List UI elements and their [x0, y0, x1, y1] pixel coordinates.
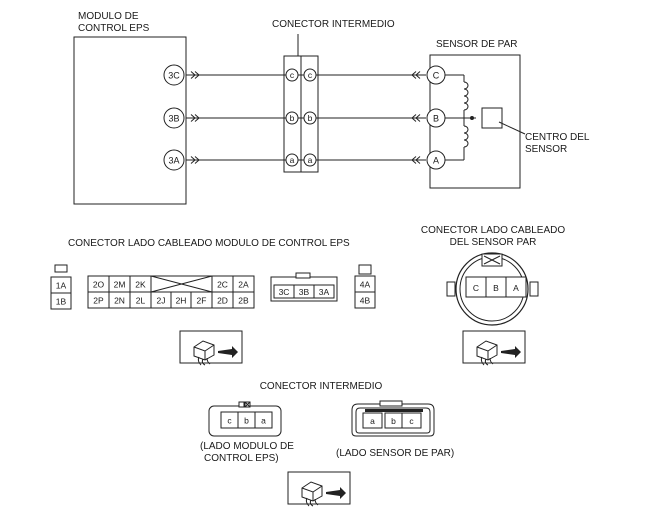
intermediate-left-connector: c b a [208, 401, 282, 437]
svg-text:B: B [433, 114, 439, 124]
connector-pin-c-right: c [303, 68, 317, 82]
svg-text:b: b [290, 113, 295, 123]
sensor-terminal-c: C [426, 65, 446, 85]
svg-text:A: A [513, 283, 519, 293]
svg-text:A: A [433, 156, 439, 166]
svg-text:3B: 3B [168, 114, 179, 124]
svg-text:a: a [370, 416, 375, 426]
eps-terminal-3c: 3C [163, 64, 185, 86]
svg-text:3C: 3C [168, 71, 180, 81]
svg-text:2N: 2N [114, 296, 125, 306]
conn4-connector: 4A 4B [354, 264, 376, 309]
conn1-pin-1b [50, 292, 72, 310]
conn2-top-row: 2O 2M 2K 2C 2A [87, 275, 255, 293]
svg-text:b: b [308, 113, 313, 123]
svg-text:3A: 3A [319, 287, 330, 297]
torque-sensor-title: SENSOR DE PAR [436, 39, 518, 50]
svg-text:b: b [244, 416, 249, 426]
svg-text:a: a [290, 155, 295, 165]
plug-view-icon [462, 330, 526, 366]
left-caption-line2: CONTROL EPS) [204, 453, 279, 464]
sensor-harness-connector: C B A [446, 252, 539, 326]
sensor-coil-icon [445, 74, 476, 161]
svg-text:2O: 2O [93, 280, 105, 290]
eps-module-title-line1: MODULO DE [78, 11, 139, 22]
svg-text:C: C [433, 71, 440, 81]
svg-text:2D: 2D [217, 296, 228, 306]
intermediate-view-title: CONECTOR INTERMEDIO [260, 381, 383, 392]
sensor-center-label-line2: SENSOR [525, 144, 567, 155]
connector-pin-b-left: b [285, 111, 299, 125]
eps-module-box [73, 36, 187, 205]
svg-text:a: a [308, 155, 313, 165]
connector-pin-a-left: a [285, 153, 299, 167]
sensor-center-leader [498, 121, 526, 135]
svg-text:B: B [493, 283, 499, 293]
eps-harness-title: CONECTOR LADO CABLEADO MODULO DE CONTROL… [68, 238, 350, 249]
svg-text:b: b [391, 416, 396, 426]
svg-text:4A: 4A [360, 280, 371, 290]
sensor-harness-title-line1: CONECTOR LADO CABLEADO [421, 225, 566, 236]
svg-text:3C: 3C [279, 287, 290, 297]
svg-text:2M: 2M [114, 280, 126, 290]
svg-text:c: c [308, 70, 313, 80]
eps-module-title-line2: CONTROL EPS [78, 23, 150, 34]
sensor-harness-title-line2: DEL SENSOR PAR [450, 237, 537, 248]
conn2-bottom-row: 2P 2N 2L 2J 2H 2F 2D 2B [87, 291, 255, 309]
svg-text:C: C [473, 283, 479, 293]
svg-text:2B: 2B [238, 296, 249, 306]
eps-terminal-3b: 3B [163, 107, 185, 129]
svg-text:c: c [409, 416, 414, 426]
svg-text:2F: 2F [197, 296, 207, 306]
sensor-terminal-b: B [426, 108, 446, 128]
connector-pin-b-right: b [303, 111, 317, 125]
intermediate-right-connector: a b c [351, 400, 435, 437]
svg-text:3A: 3A [168, 156, 179, 166]
conn1-pin-1a-label: 1A [56, 281, 67, 291]
eps-terminal-3a: 3A [163, 149, 185, 171]
svg-text:3B: 3B [299, 287, 310, 297]
sensor-terminal-a: A [426, 150, 446, 170]
svg-text:2H: 2H [176, 296, 187, 306]
plug-view-icon [287, 471, 351, 507]
svg-text:2A: 2A [238, 280, 249, 290]
conn3-connector: 3C 3B 3A [270, 272, 338, 302]
svg-text:2P: 2P [93, 296, 104, 306]
svg-text:2C: 2C [217, 280, 228, 290]
svg-text:2J: 2J [157, 296, 166, 306]
conn1-latch [54, 264, 68, 273]
conn1-pin-1b-label: 1B [56, 297, 67, 307]
svg-text:c: c [227, 416, 232, 426]
svg-text:a: a [261, 416, 266, 426]
svg-text:2L: 2L [136, 296, 146, 306]
connector-pin-c-left: c [285, 68, 299, 82]
connector-pin-a-right: a [303, 153, 317, 167]
right-caption: (LADO SENSOR DE PAR) [336, 448, 454, 459]
svg-text:2K: 2K [135, 280, 146, 290]
sensor-center-label-line1: CENTRO DEL [525, 132, 590, 143]
intermediate-connector-title: CONECTOR INTERMEDIO [272, 19, 395, 30]
sensor-center-element [481, 107, 503, 129]
svg-text:c: c [290, 70, 295, 80]
plug-view-icon [179, 330, 243, 366]
svg-text:4B: 4B [360, 296, 371, 306]
left-caption-line1: (LADO MODULO DE [200, 441, 294, 452]
